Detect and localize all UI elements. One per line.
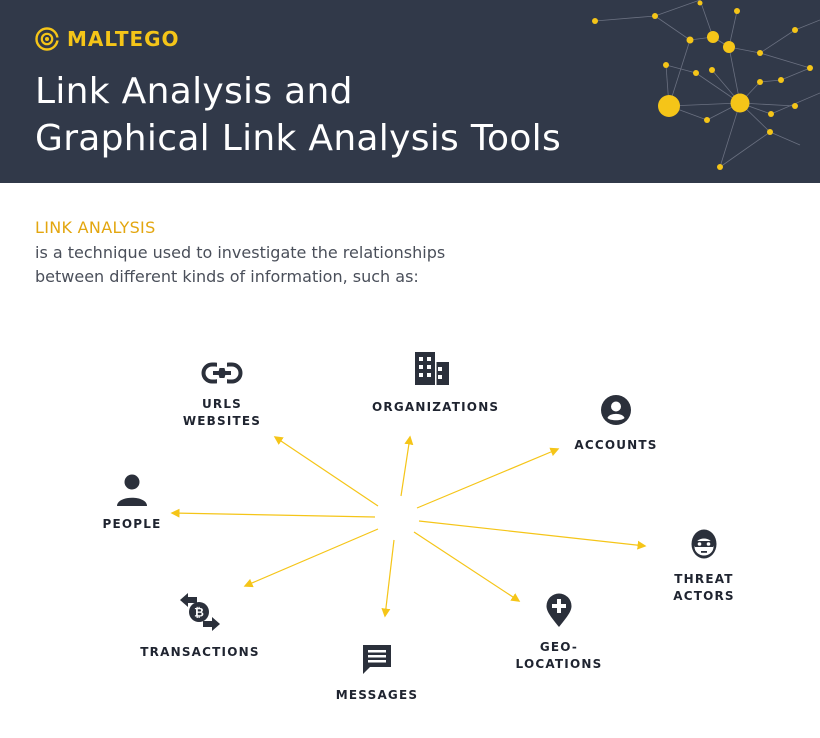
node-threat-actors[interactable]: THREAT ACTORS (664, 528, 744, 605)
building-icon (415, 352, 449, 385)
title-line-2: Graphical Link Analysis Tools (35, 118, 562, 159)
node-label-organizations: ORGANIZATIONS (372, 400, 500, 414)
arrow-to-transactions (243, 528, 379, 588)
node-label-people: PEOPLE (102, 517, 162, 531)
intro-heading: LINK ANALYSIS (35, 218, 156, 237)
arrow-to-urls (273, 436, 379, 507)
node-urls[interactable]: URLS WEBSITES (172, 358, 272, 430)
node-geolocations[interactable]: GEO- LOCATIONS (509, 592, 609, 673)
node-accounts[interactable]: ACCOUNTS (566, 394, 666, 454)
node-label-messages: MESSAGES (335, 688, 419, 702)
account-circle-icon (601, 395, 631, 425)
brand-name: MALTEGO (67, 27, 180, 51)
maltego-logo-icon (35, 27, 60, 51)
node-people[interactable]: PEOPLE (92, 473, 172, 533)
person-icon (117, 474, 147, 506)
arrow-to-people (170, 508, 376, 518)
node-label-urls: URLS WEBSITES (182, 397, 262, 428)
link-icon (201, 361, 243, 385)
bitcoin-exchange-icon: ₿ (180, 593, 220, 631)
arrow-to-messages (381, 539, 395, 618)
node-messages[interactable]: MESSAGES (327, 642, 427, 704)
node-label-accounts: ACCOUNTS (574, 438, 658, 452)
intro-text: is a technique used to investigate the r… (35, 243, 446, 286)
svg-text:₿: ₿ (194, 606, 204, 620)
header-banner: MALTEGO Link Analysis and Graphical Link… (0, 0, 820, 183)
node-transactions[interactable]: ₿ TRANSACTIONS (140, 591, 260, 661)
page-title: Link Analysis and Graphical Link Analysi… (35, 68, 561, 162)
node-label-geolocations: GEO- LOCATIONS (515, 640, 603, 671)
arrow-to-organizations (400, 435, 414, 497)
title-line-1: Link Analysis and (35, 71, 353, 112)
network-graph-decoration (592, 0, 820, 170)
arrow-to-geolocations (413, 531, 521, 602)
node-label-threat-actors: THREAT ACTORS (673, 572, 735, 603)
arrow-to-accounts (416, 447, 560, 509)
maltego-logo[interactable]: MALTEGO (34, 26, 180, 52)
node-label-transactions: TRANSACTIONS (140, 645, 260, 659)
map-pin-plus-icon (546, 593, 572, 627)
arrow-to-threat-actors (418, 520, 647, 550)
node-organizations[interactable]: ORGANIZATIONS (372, 349, 500, 416)
masked-face-icon (691, 529, 717, 559)
message-icon (363, 645, 391, 674)
